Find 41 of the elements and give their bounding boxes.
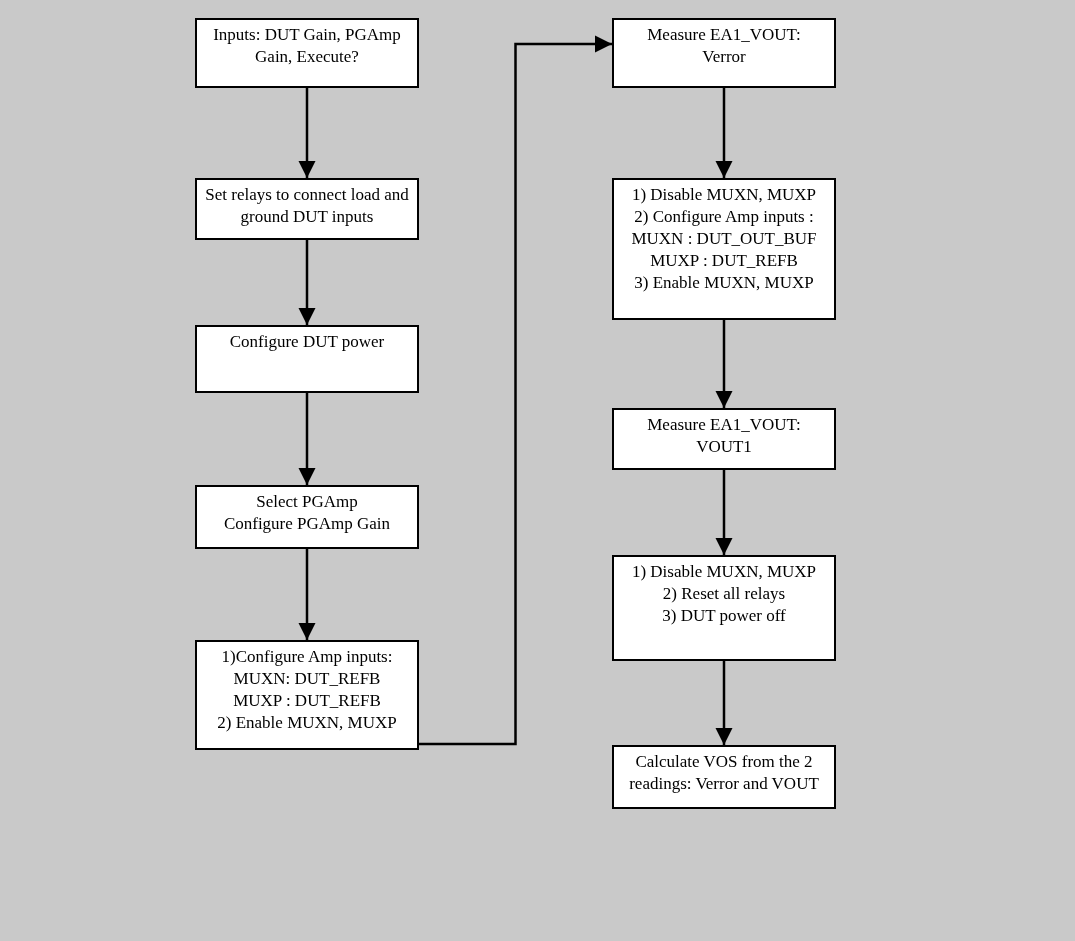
step-text: Select PGAmp [256,491,358,513]
process-box [195,178,419,240]
step-text: Verror [702,46,746,68]
step-text: 1)Configure Amp inputs: [221,646,393,668]
arrow [298,549,316,640]
step-text: Measure EA1_VOUT: [647,414,801,436]
step-text: MUXP : DUT_REFB [650,250,798,272]
arrow [298,393,316,485]
arrow [715,470,733,555]
step-text: MUXN: DUT_REFB [233,668,381,690]
arrow [419,35,612,746]
step-text: 1) Disable MUXN, MUXP [631,561,817,583]
step-text: 3) DUT power off [662,605,786,627]
process-box [195,325,419,393]
step-text: 2) Enable MUXN, MUXP [217,712,397,734]
arrow [298,240,316,325]
process-box [612,745,836,809]
step-text: 3) Enable MUXN, MUXP [634,272,814,294]
process-box [612,555,836,661]
arrow [298,88,316,178]
step-text: Calculate VOS from the 2 readings: Verror and VOUT [628,751,820,795]
process-box [195,640,419,750]
step-text: Measure EA1_VOUT: [647,24,801,46]
arrow [715,320,733,408]
step-text: Configure DUT power [229,331,385,353]
arrow [715,88,733,178]
process-box [612,408,836,470]
step-text: 2) Reset all relays [662,583,786,605]
step-text: MUXP : DUT_REFB [233,690,381,712]
process-box [612,18,836,88]
step-text: Configure PGAmp Gain [223,513,391,535]
process-box [195,485,419,549]
step-text: MUXN : DUT_OUT_BUF [631,228,817,250]
arrow [715,661,733,745]
process-box [612,178,836,320]
step-text: 2) Configure Amp inputs : [634,206,814,228]
step-text: Set relays to connect load and ground DUT inputs [204,184,410,228]
process-box [195,18,419,88]
step-text: Inputs: DUT Gain, PGAmp Gain, Execute? [212,24,402,68]
step-text: 1) Disable MUXN, MUXP [631,184,817,206]
step-text: VOUT1 [696,436,752,458]
